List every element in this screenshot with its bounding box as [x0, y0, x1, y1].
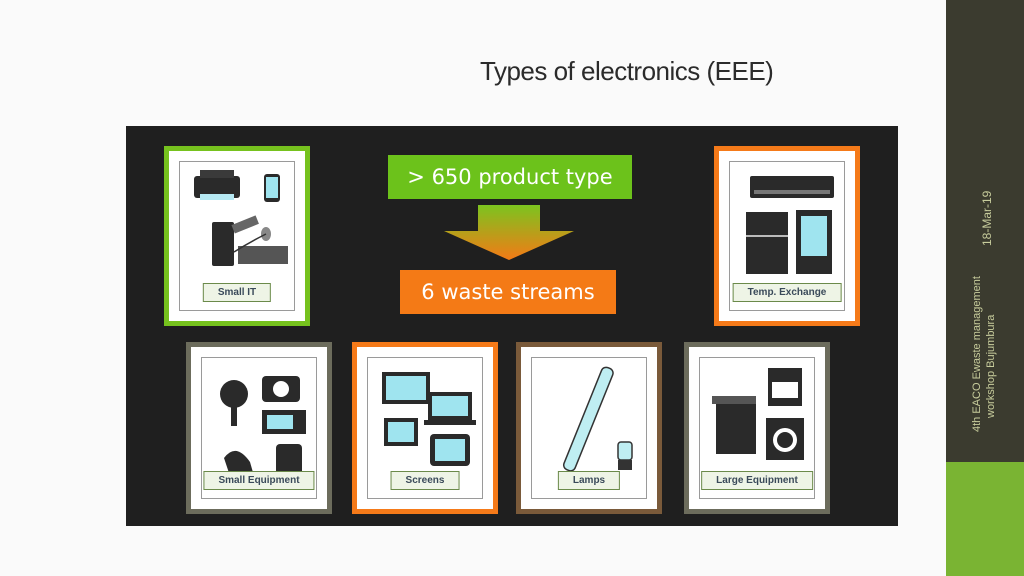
waste-streams-banner: 6 waste streams [400, 270, 616, 314]
slide: Types of electronics (EEE) Small IT [126, 56, 898, 526]
category-label: Lamps [557, 471, 621, 490]
card-lamps: Lamps [516, 342, 662, 514]
fluorescent-tube-bulb-icon [562, 366, 633, 472]
card-temp-exchange: Temp. Exchange [714, 146, 860, 326]
slide-title: Types of electronics (EEE) [480, 56, 774, 86]
sidebar-accent [946, 462, 1024, 576]
card-large-equipment: Large Equipment [684, 342, 830, 514]
category-label: Temp. Exchange [732, 283, 842, 302]
down-arrow-icon [444, 205, 574, 260]
fan-camera-microwave-kettle-icon [220, 376, 306, 476]
event-line-1: 4th EACO Ewaste management [971, 276, 983, 432]
product-type-banner: > 650 product type [388, 155, 632, 199]
event-line-2: workshop Bujumbura [985, 314, 997, 418]
category-label: Screens [390, 471, 460, 490]
category-label: Small Equipment [203, 471, 315, 490]
fridge-aircon-icon [746, 176, 834, 274]
tv-laptop-icon [382, 372, 476, 466]
printer-computer-phone-icon [194, 170, 288, 266]
card-small-equipment: Small Equipment [186, 342, 332, 514]
card-small-it: Small IT [164, 146, 310, 326]
card-screens: Screens [352, 342, 498, 514]
copier-stove-washer-icon [712, 368, 804, 460]
event-footer: 4th EACO Ewaste management workshop Buju… [970, 276, 998, 432]
sidebar [946, 0, 1024, 576]
category-label: Small IT [202, 283, 272, 302]
slide-date: 18-Mar-19 [980, 190, 994, 246]
category-label: Large Equipment [701, 471, 813, 490]
